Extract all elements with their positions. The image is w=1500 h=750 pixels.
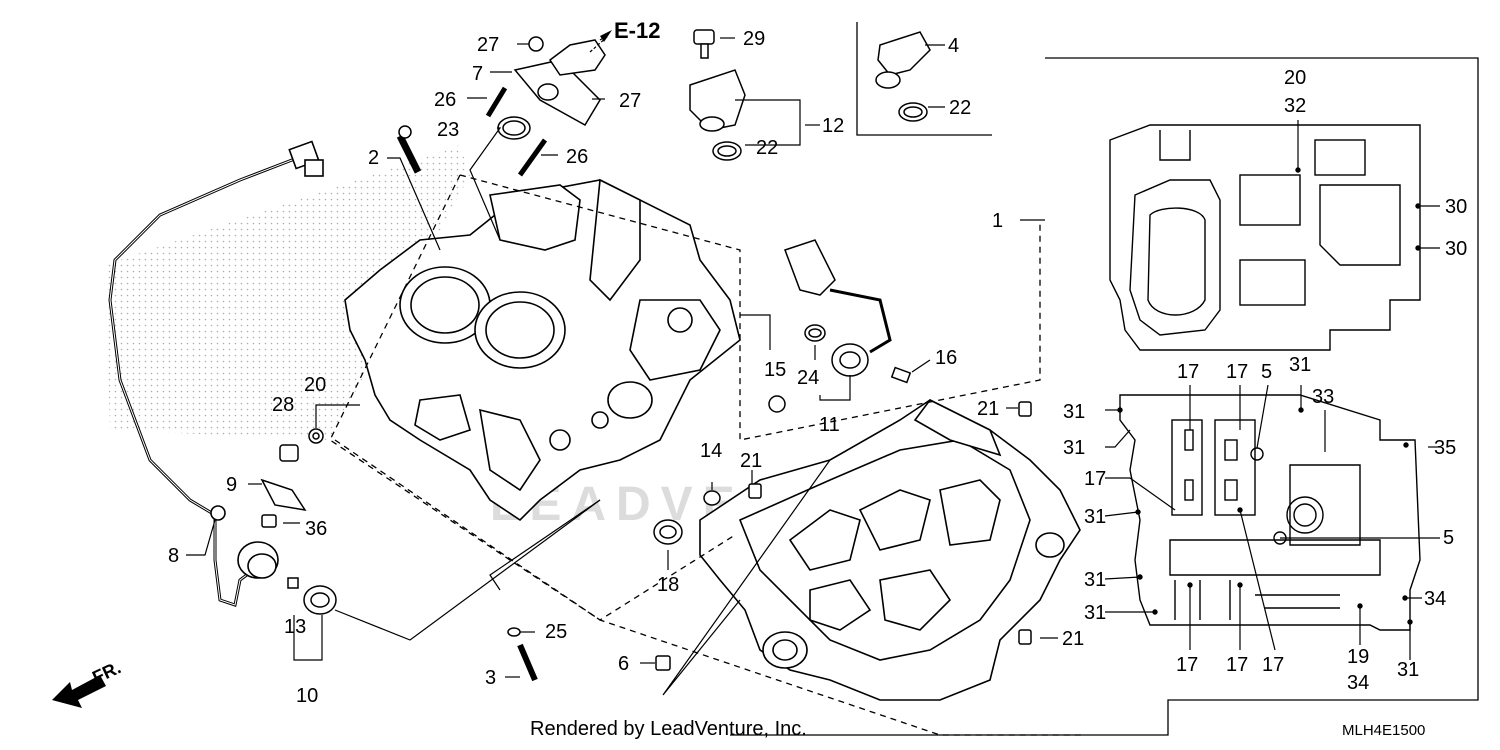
callout-label: 21 — [977, 398, 999, 420]
small-parts — [260, 29, 1032, 682]
callout-label: 10 — [296, 685, 318, 707]
callout-label: 31 — [1063, 437, 1085, 459]
callout-label: 1 — [992, 210, 1003, 232]
lower-case-bolt-pattern — [1117, 394, 1421, 631]
callout-label: 33 — [1312, 386, 1334, 408]
callout-label: 31 — [1063, 401, 1085, 423]
callout-label: 5 — [1261, 361, 1272, 383]
callout-label: 31 — [1084, 569, 1106, 591]
hose-clamp — [210, 505, 279, 579]
callout-label: 18 — [657, 574, 679, 596]
callout-label: 36 — [305, 518, 327, 540]
callout-label: 17 — [1226, 654, 1248, 676]
callout-label: 31 — [1084, 506, 1106, 528]
callout-label: 4 — [948, 35, 959, 57]
callout-labels: 27 7 26 27 23 26 2 29 12 22 4 22 1 20 32… — [168, 28, 1467, 707]
callout-label: 11 — [819, 414, 840, 436]
callout-label: 34 — [1424, 588, 1446, 610]
callout-label: 35 — [1434, 437, 1456, 459]
front-direction-arrow — [52, 675, 106, 708]
callout-label: 17 — [1177, 361, 1199, 383]
callout-label: 27 — [619, 90, 641, 112]
upper-crankcase — [344, 178, 741, 522]
callout-label: 6 — [618, 653, 629, 675]
callout-label: 21 — [740, 450, 762, 472]
callout-label: 25 — [545, 621, 567, 643]
callout-label: 17 — [1262, 654, 1284, 676]
callout-label: 20 — [304, 374, 326, 396]
callout-label: 31 — [1289, 354, 1311, 376]
callout-label: 30 — [1445, 238, 1467, 260]
callout-label: 3 — [485, 667, 496, 689]
callout-label: 8 — [168, 545, 179, 567]
leader-lines — [186, 34, 1440, 696]
hose-connector — [288, 140, 324, 177]
callout-label: 32 — [1284, 95, 1306, 117]
shading-field — [105, 145, 470, 440]
callout-label: 22 — [756, 137, 778, 159]
lower-crankcase — [699, 398, 1081, 701]
callout-label: 12 — [822, 115, 844, 137]
callout-label: 24 — [797, 367, 819, 389]
callout-label: 5 — [1443, 527, 1454, 549]
callout-label: 17 — [1176, 654, 1198, 676]
callout-label: 26 — [566, 146, 588, 168]
callout-label: 13 — [284, 616, 306, 638]
callout-label: 16 — [935, 347, 957, 369]
callout-label: 22 — [949, 97, 971, 119]
group-boxes — [329, 22, 1479, 736]
callout-label: 17 — [1226, 361, 1248, 383]
callout-label: 20 — [1284, 67, 1306, 89]
reference-arrow — [589, 30, 612, 53]
callout-label: 21 — [1062, 628, 1084, 650]
callout-label: 31 — [1397, 659, 1419, 681]
callout-label: 14 — [700, 440, 722, 462]
callout-label: 9 — [226, 474, 237, 496]
callout-label: 28 — [272, 394, 294, 416]
callout-label: 30 — [1445, 196, 1467, 218]
callout-label: 2 — [368, 147, 379, 169]
callout-label: 7 — [472, 63, 483, 85]
callout-label: 23 — [437, 119, 459, 141]
callout-label: 19 — [1347, 646, 1369, 668]
upper-case-bolt-pattern — [1109, 124, 1421, 351]
callout-label: 17 — [1084, 468, 1106, 490]
callout-label: 29 — [743, 28, 765, 50]
render-credit: Rendered by LeadVenture, Inc. — [530, 718, 807, 740]
callout-label: 26 — [434, 89, 456, 111]
reference-title: E-12 — [614, 18, 660, 43]
callout-label: 34 — [1347, 672, 1369, 694]
drawing-code: MLH4E1500 — [1342, 722, 1426, 739]
callout-label: 31 — [1084, 602, 1106, 624]
callout-label: 27 — [477, 34, 499, 56]
callout-label: 15 — [764, 359, 786, 381]
